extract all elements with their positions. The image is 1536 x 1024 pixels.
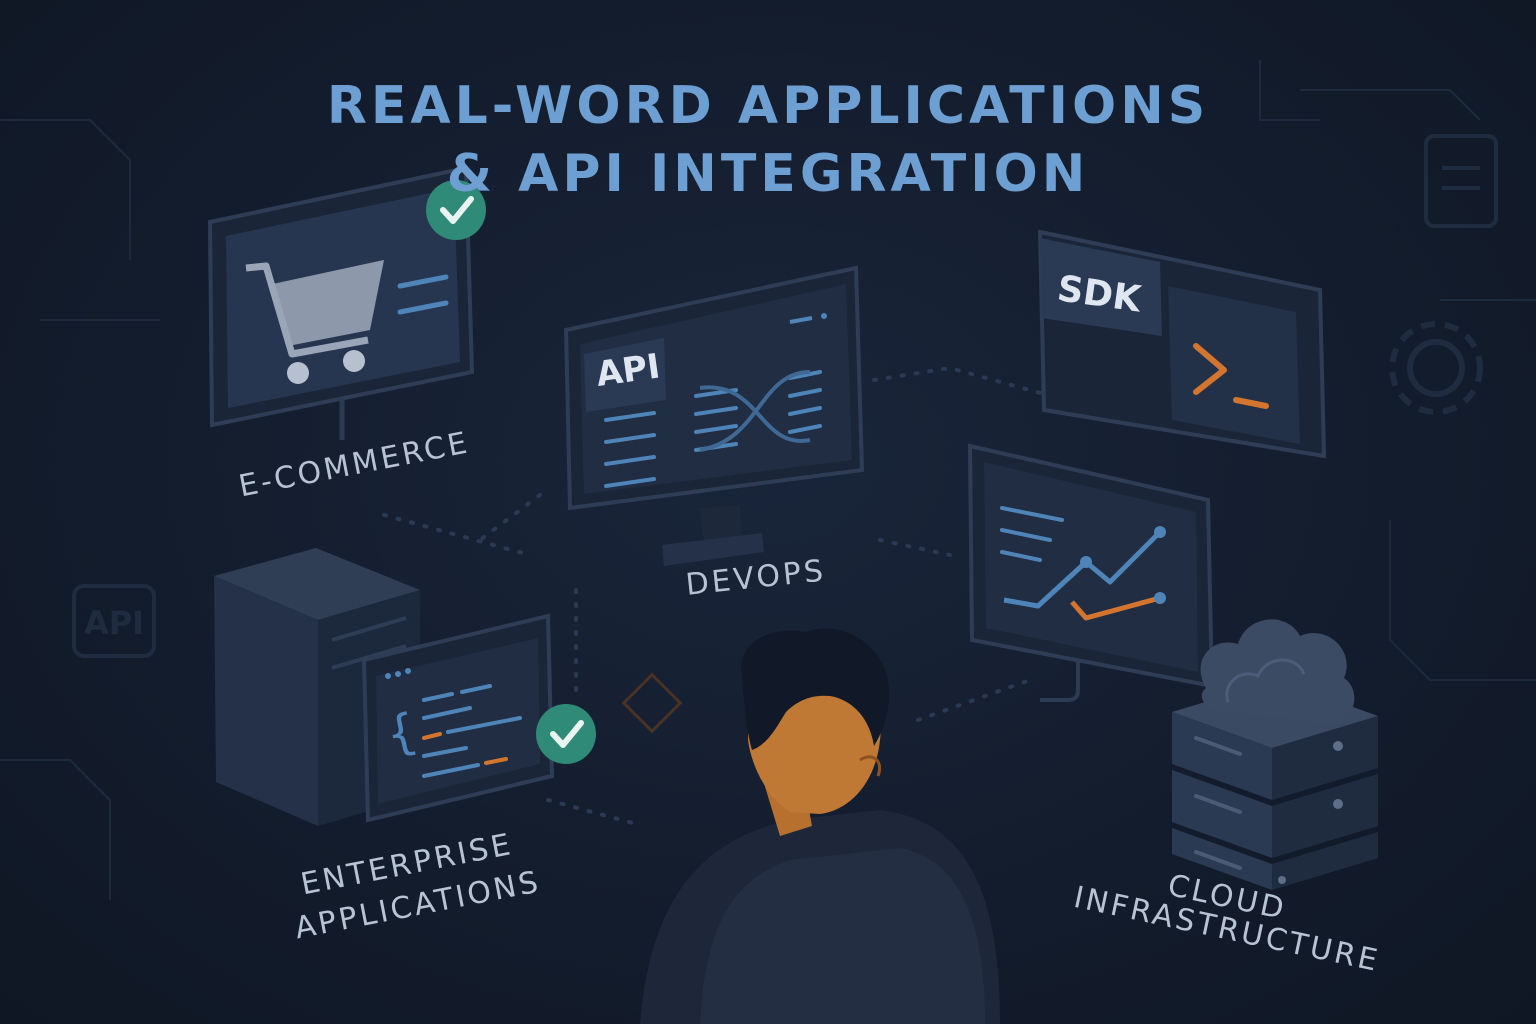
code-window: {: [361, 613, 596, 823]
faded-gear-icon: [1389, 321, 1483, 415]
shopping-cart-icon: [245, 260, 384, 384]
page-title-line-1: REAL-WORD APPLICATIONS: [326, 76, 1210, 136]
terminal-icon: [1168, 286, 1300, 444]
sdk-panel: SDK: [1037, 229, 1327, 459]
faded-document-icon: [1424, 134, 1498, 228]
cloud-icon: [1200, 619, 1355, 724]
line-chart-icon: [1000, 506, 1166, 621]
diamond-node: [621, 672, 683, 734]
page-title-line-2: & API INTEGRATION: [446, 144, 1090, 204]
dotted-connectors: [382, 365, 1082, 827]
faded-api-text: API: [84, 604, 144, 642]
ecommerce-monitor: [207, 165, 486, 440]
check-circle-icon: [536, 704, 596, 764]
server-stack-icon: [1172, 680, 1378, 890]
person-figure: [640, 628, 1000, 1024]
check-circle-icon: [426, 180, 486, 240]
chart-monitor: [967, 443, 1215, 702]
api-monitor: API: [563, 265, 865, 566]
background-circuit-lines: [0, 60, 1536, 900]
faded-api-icon: API: [72, 584, 156, 658]
api-screen-label: API: [594, 346, 663, 395]
